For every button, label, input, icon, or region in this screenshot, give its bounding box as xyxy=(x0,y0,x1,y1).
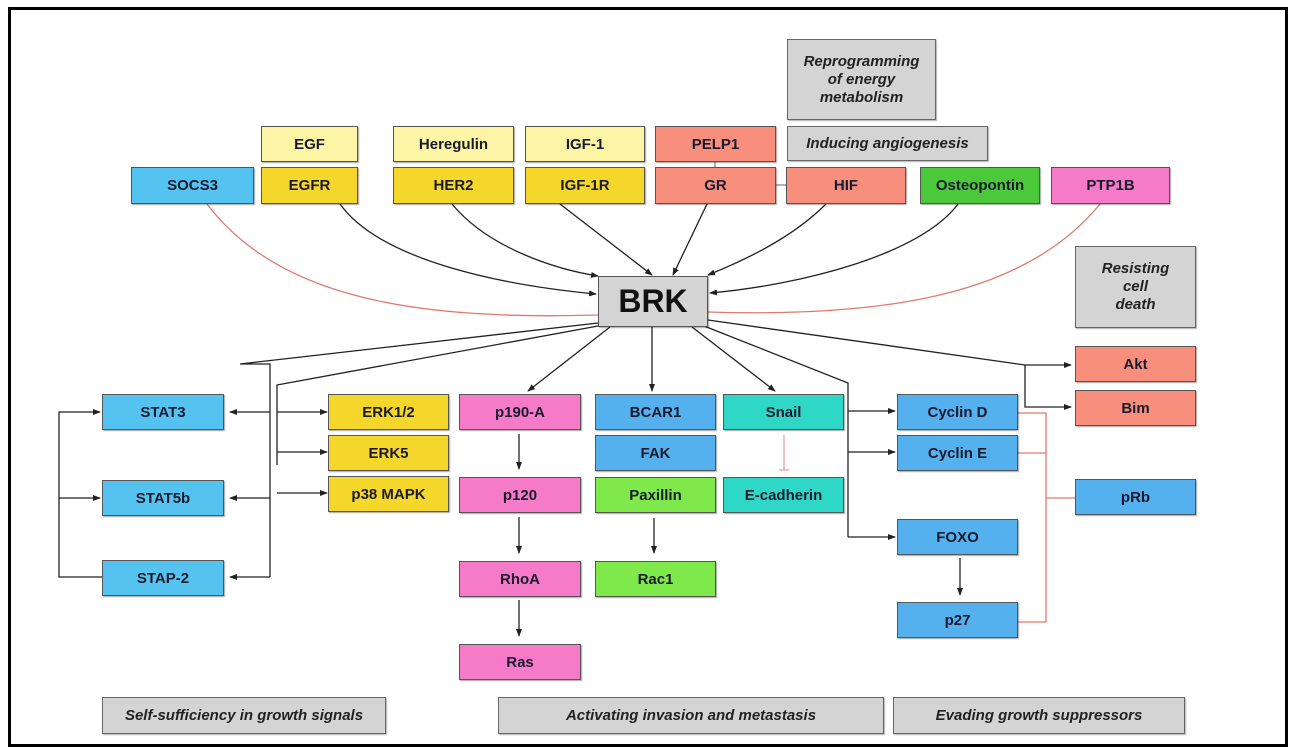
node-Paxillin[interactable]: Paxillin xyxy=(595,477,716,513)
node-EGFR[interactable]: EGFR xyxy=(261,167,358,204)
node-Rac1[interactable]: Rac1 xyxy=(595,561,716,597)
category-evading-suppressors: Evading growth suppressors xyxy=(893,697,1185,734)
edge-BRK-p190A xyxy=(527,326,611,392)
node-Heregulin[interactable]: Heregulin xyxy=(393,126,514,162)
edge-IGF1R-BRK xyxy=(559,203,653,276)
node-p190-A[interactable]: p190-A xyxy=(459,394,581,430)
node-IGF-1[interactable]: IGF-1 xyxy=(525,126,645,162)
edge-CyclinD-pRb xyxy=(1018,412,1047,623)
node-STAP-2[interactable]: STAP-2 xyxy=(102,560,224,596)
category-reprogramming-energy-metabolism: Reprogramming of energy metabolism xyxy=(787,39,936,120)
node-STAT3[interactable]: STAT3 xyxy=(102,394,224,430)
category-invasion-metastasis: Activating invasion and metastasis xyxy=(498,697,884,734)
edge-HER2-BRK xyxy=(451,203,599,278)
node-pRb[interactable]: pRb xyxy=(1075,479,1196,515)
edge-BRK-CellCycle-trunk xyxy=(703,325,849,537)
category-inducing-angiogenesis: Inducing angiogenesis xyxy=(787,126,988,161)
node-HER2[interactable]: HER2 xyxy=(393,167,514,204)
node-HIF[interactable]: HIF xyxy=(786,167,906,204)
node-Akt[interactable]: Akt xyxy=(1075,346,1196,382)
node-Ras[interactable]: Ras xyxy=(459,644,581,680)
edge-GR-BRK xyxy=(672,203,708,276)
edge-BRK-Bim xyxy=(1024,365,1072,410)
node-BCAR1[interactable]: BCAR1 xyxy=(595,394,716,430)
node-EGF[interactable]: EGF xyxy=(261,126,358,162)
edge-BRK-Akt xyxy=(707,319,1072,368)
node-BRK[interactable]: BRK xyxy=(598,276,708,327)
edge-STAP2-loop xyxy=(58,409,103,578)
node-E-cadherin[interactable]: E-cadherin xyxy=(723,477,844,513)
node-GR[interactable]: GR xyxy=(655,167,776,204)
node-FOXO[interactable]: FOXO xyxy=(897,519,1018,555)
node-IGF-1R[interactable]: IGF-1R xyxy=(525,167,645,204)
node-Osteopontin[interactable]: Osteopontin xyxy=(920,167,1040,204)
edge-BRK-MAPK-trunk xyxy=(276,325,599,465)
node-p38-MAPK[interactable]: p38 MAPK xyxy=(328,476,449,512)
node-p120[interactable]: p120 xyxy=(459,477,581,513)
node-RhoA[interactable]: RhoA xyxy=(459,561,581,597)
node-PELP1[interactable]: PELP1 xyxy=(655,126,776,162)
node-Snail[interactable]: Snail xyxy=(723,394,844,430)
node-PTP1B[interactable]: PTP1B xyxy=(1051,167,1170,204)
node-ERK5[interactable]: ERK5 xyxy=(328,435,449,471)
node-STAT5b[interactable]: STAT5b xyxy=(102,480,224,516)
edge-BRK-STAT-trunk xyxy=(239,322,599,577)
category-self-sufficiency: Self-sufficiency in growth signals xyxy=(102,697,386,734)
node-ERK1-2[interactable]: ERK1/2 xyxy=(328,394,449,430)
node-Cyclin-E[interactable]: Cyclin E xyxy=(897,435,1018,471)
node-SOCS3[interactable]: SOCS3 xyxy=(131,167,254,204)
edge-BRK-Snail xyxy=(691,326,776,392)
edge-Osteopontin-BRK xyxy=(709,203,959,296)
node-Cyclin-D[interactable]: Cyclin D xyxy=(897,394,1018,430)
node-Bim[interactable]: Bim xyxy=(1075,390,1196,426)
node-FAK[interactable]: FAK xyxy=(595,435,716,471)
edge-HIF-BRK xyxy=(707,203,827,276)
node-p27[interactable]: p27 xyxy=(897,602,1018,638)
edge-SOCS3-BRK xyxy=(206,203,599,317)
edge-PTP1B-BRK xyxy=(707,203,1101,314)
category-resisting-cell-death: Resisting cell death xyxy=(1075,246,1196,328)
edge-EGFR-BRK xyxy=(339,203,597,297)
